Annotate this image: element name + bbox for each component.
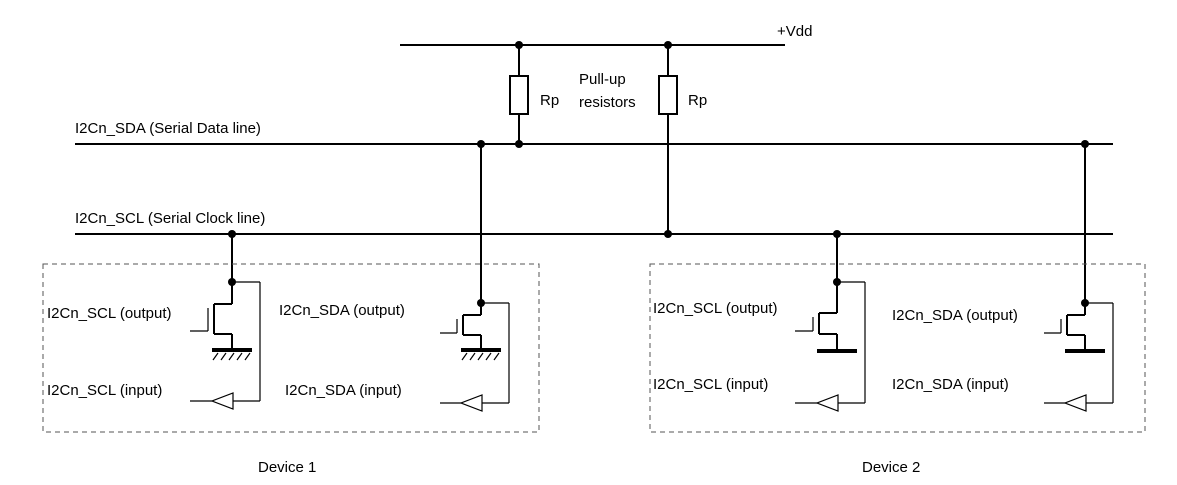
junction-sda-device1 — [477, 140, 485, 148]
pull-up-resistor-right — [658, 45, 678, 234]
device1-sda-input-buffer — [440, 302, 510, 412]
device2-scl-output-label: I2Cn_SCL (output) — [653, 300, 778, 317]
junction-device2-sda-node — [1081, 299, 1089, 307]
device1-scl-ground-icon — [212, 348, 252, 361]
device2-scl-transistor — [795, 282, 838, 351]
junction-scl-device1 — [228, 230, 236, 238]
junction-device1-sda-node — [477, 299, 485, 307]
resistor-left-label: Rp — [540, 92, 559, 109]
junction-vdd-right — [664, 41, 672, 49]
device2-sda-input-buffer — [1044, 302, 1114, 412]
junction-sda-resistor — [515, 140, 523, 148]
device1-scl-output-label: I2Cn_SCL (output) — [47, 305, 172, 322]
device1-scl-input-label: I2Cn_SCL (input) — [47, 382, 162, 399]
device1-scl-transistor — [190, 282, 233, 350]
junction-vdd-left — [515, 41, 523, 49]
junction-sda-device2 — [1081, 140, 1089, 148]
device2-sda-input-label: I2Cn_SDA (input) — [892, 376, 1009, 393]
vdd-label: +Vdd — [777, 23, 812, 40]
pull-up-note-line2: resistors — [579, 94, 636, 111]
junction-scl-resistor — [664, 230, 672, 238]
junction-scl-device2 — [833, 230, 841, 238]
junction-device2-scl-node — [833, 278, 841, 286]
pull-up-note-line1: Pull-up — [579, 71, 626, 88]
device1-box — [42, 263, 540, 433]
device2-sda-transistor — [1044, 303, 1086, 351]
device1-sda-output-label: I2Cn_SDA (output) — [279, 302, 405, 319]
device2-box — [649, 263, 1146, 433]
device2-name: Device 2 — [862, 459, 920, 476]
device1-sda-transistor — [440, 303, 482, 350]
device1-sda-input-label: I2Cn_SDA (input) — [285, 382, 402, 399]
device2-scl-input-label: I2Cn_SCL (input) — [653, 376, 768, 393]
device2-sda-output-label: I2Cn_SDA (output) — [892, 307, 1018, 324]
device2-scl-input-buffer — [795, 281, 866, 412]
sda-bus-label: I2Cn_SDA (Serial Data line) — [75, 120, 261, 137]
device1-name: Device 1 — [258, 459, 316, 476]
junction-dots — [228, 41, 1089, 307]
junction-device1-scl-node — [228, 278, 236, 286]
scl-bus-label: I2Cn_SCL (Serial Clock line) — [75, 210, 265, 227]
resistor-right-label: Rp — [688, 92, 707, 109]
pull-up-resistor-left — [509, 45, 529, 144]
device1-sda-ground-icon — [461, 348, 501, 361]
device1-scl-input-buffer — [190, 281, 261, 410]
